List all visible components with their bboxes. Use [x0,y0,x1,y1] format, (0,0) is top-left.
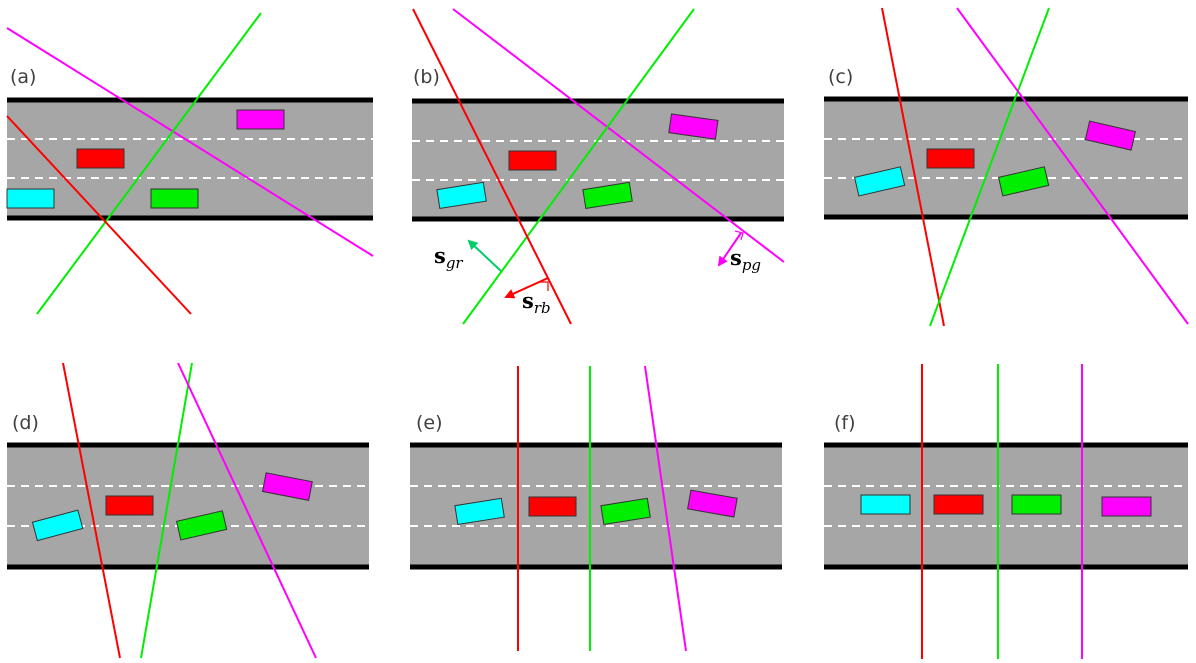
car-red [76,148,125,169]
panel-label: (a) [10,66,36,88]
car-cyan [436,181,487,210]
panel-d: (d) [7,362,369,659]
vector-s-rb-label: srb [522,288,551,317]
road-surface [7,445,369,567]
car-magenta [668,113,719,140]
car-green [997,166,1050,197]
line-magenta [644,365,687,652]
vector-s-gr-label: sgr [434,243,463,272]
panel-e: (e) [410,365,782,652]
line-magenta [956,7,1189,325]
car-green [582,181,633,210]
car-cyan [853,166,906,197]
vector-s-pg-corner [734,230,744,241]
line-red [62,362,121,659]
line-magenta [452,8,785,263]
panel-c: (c) [824,7,1189,327]
panel-label: (f) [834,412,856,434]
car-cyan [31,509,84,542]
panel-label: (e) [416,412,443,434]
car-cyan [6,188,55,209]
panel-label: (b) [413,66,440,88]
car-green [150,188,199,209]
car-magenta [261,472,313,501]
panel-f: (f) [824,364,1188,659]
car-green [175,510,228,541]
car-red [926,148,975,169]
line-magenta [6,27,374,257]
line-green [36,12,262,315]
car-green [1011,494,1062,515]
car-red [933,494,984,515]
car-magenta [1101,496,1152,517]
car-red [508,150,557,171]
car-magenta [236,109,285,130]
car-red [528,496,577,517]
panel-b: (b) sgr srb spg [412,8,785,325]
vector-s-rb-corner [539,281,549,291]
line-magenta [177,362,317,659]
car-cyan [454,497,505,526]
vector-s-pg-label: spg [730,245,761,274]
vector-s-rb-arrow [504,277,549,299]
panel-label: (d) [12,412,39,434]
vector-s-gr-arrow [467,239,502,272]
car-cyan [860,494,911,515]
line-red [6,115,192,315]
car-magenta [687,489,738,518]
line-green [140,362,193,659]
vector-s-pg-arrow [717,232,742,267]
line-red [412,8,572,325]
road-surface [824,99,1188,217]
car-red [105,495,154,516]
line-red [881,7,945,327]
panel-label: (c) [828,66,853,88]
line-green [929,7,1050,327]
panel-a: (a) [6,12,374,315]
car-magenta [1084,120,1137,151]
car-green [600,497,651,526]
line-green [462,8,695,325]
